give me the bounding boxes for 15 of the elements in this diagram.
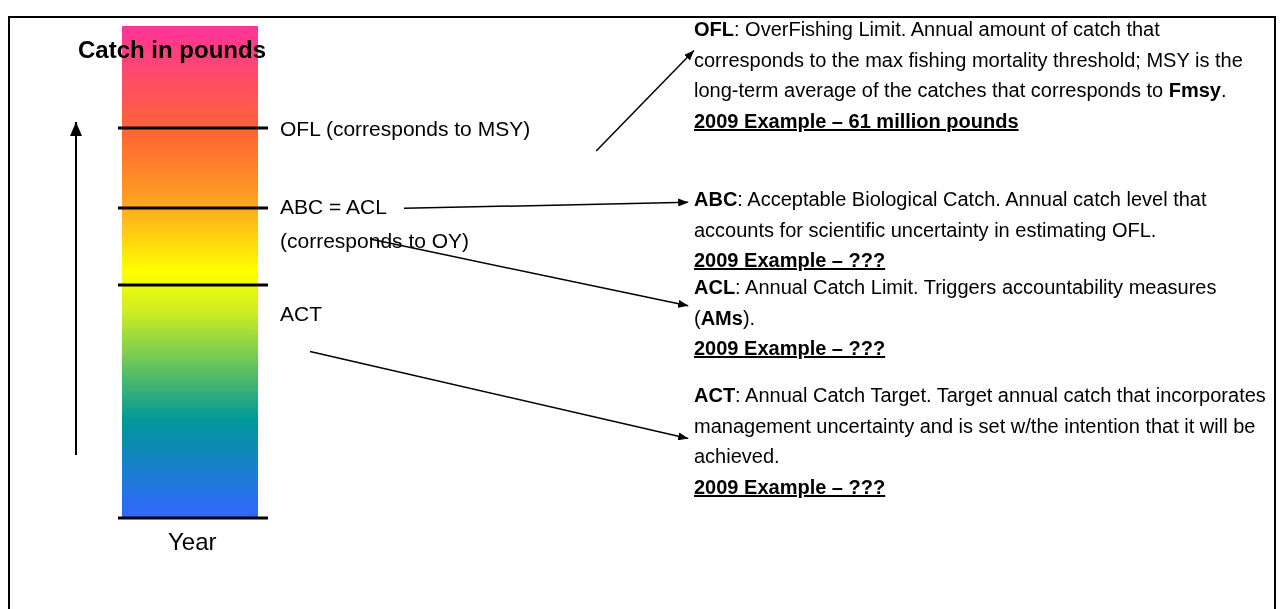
definition-text: ABC: Acceptable Biological Catch. Annual catch level that accounts for scientific uncertainty in estimating OFL.	[694, 188, 1207, 241]
level-label: ABC = ACL (corresponds to OY)	[280, 190, 480, 258]
level-label: OFL (corresponds to MSY)	[280, 112, 620, 146]
arrow	[403, 198, 689, 210]
example-text: 2009 Example – ???	[694, 474, 887, 500]
arrow	[595, 49, 695, 152]
level-label: ACT	[280, 297, 330, 331]
example-text: 2009 Example – ???	[694, 336, 887, 361]
arrow	[309, 350, 689, 441]
example-text: 2009 Example – ???	[694, 248, 887, 273]
definition-text: ACL: Annual Catch Limit. Triggers accountability measures (AMs).	[694, 276, 1217, 329]
definition-text: OFL: OverFishing Limit. Annual amount of catch that corresponds to the max fishing mortality threshold; MSY is the long-term average of the catches that corresponds to Fmsy.	[694, 18, 1243, 101]
example-text: 2009 Example – 61 million pounds	[694, 109, 1019, 132]
axis-label: Year	[168, 528, 217, 556]
definition-text: ACT: Annual Catch Target. Target annual catch that incorporates management uncertainty and is set w/the intention that it will be achieved.	[694, 384, 1266, 467]
